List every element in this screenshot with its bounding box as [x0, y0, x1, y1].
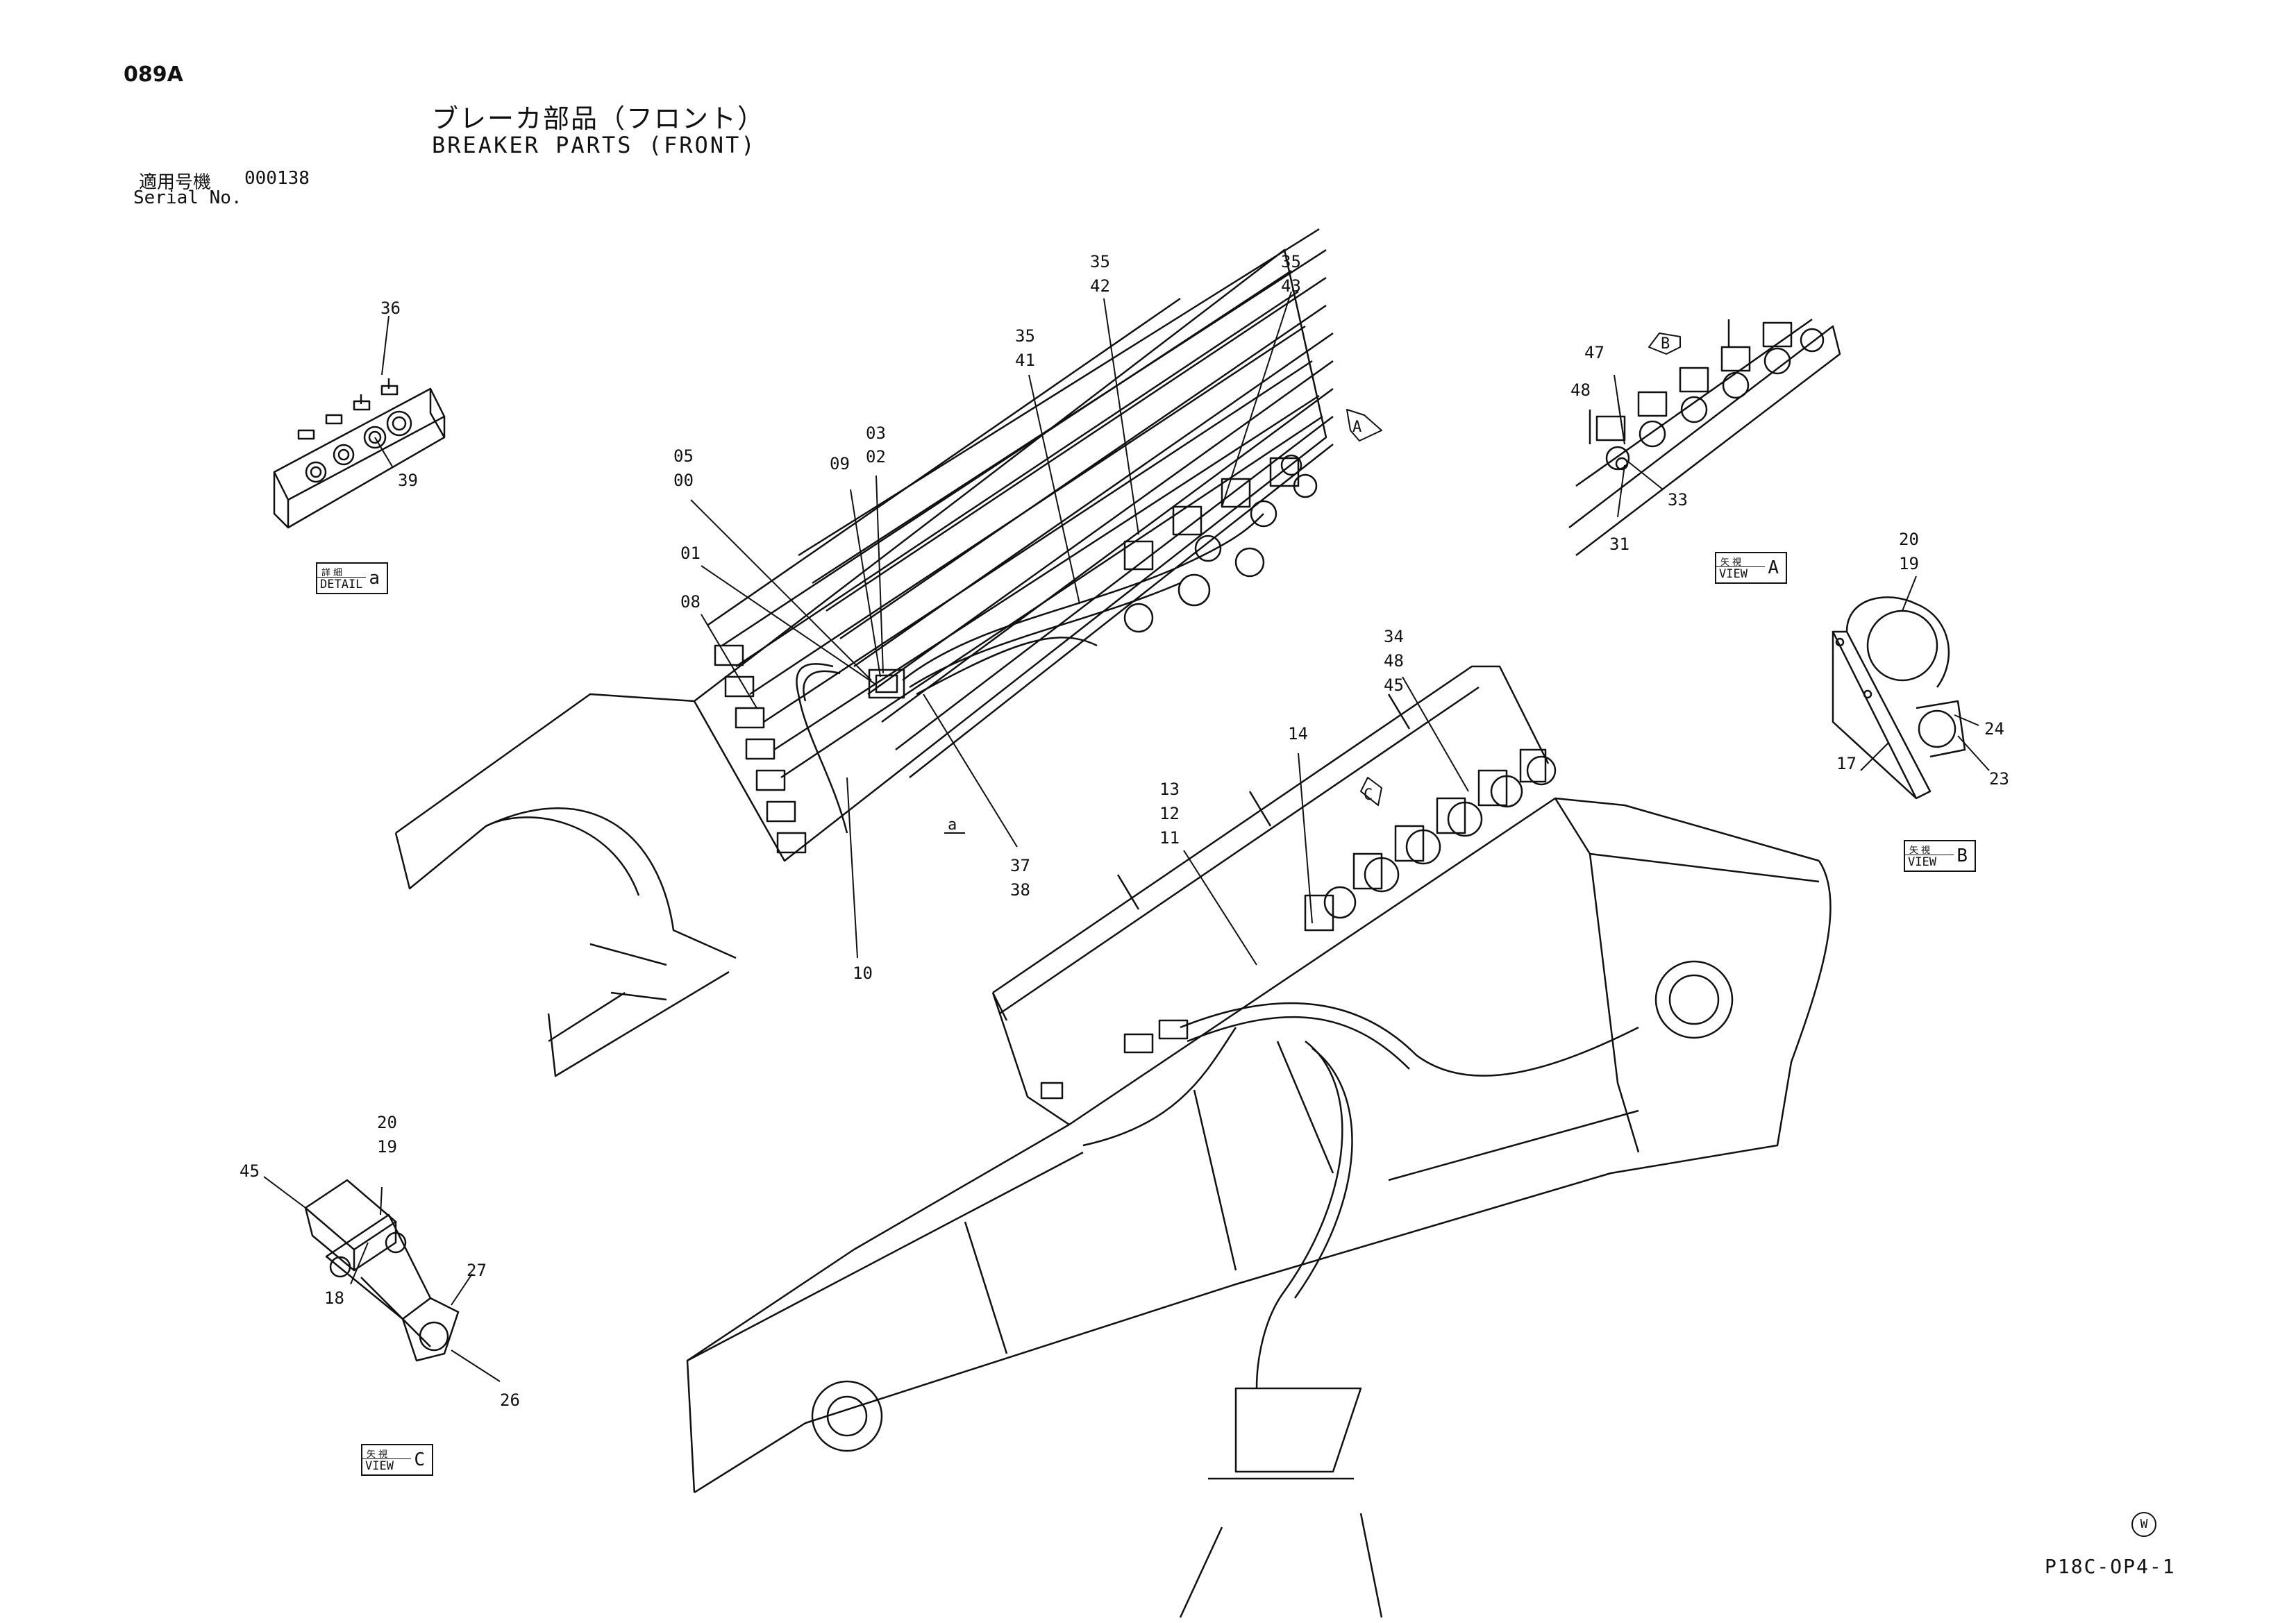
callout-42: 42 [1090, 276, 1110, 296]
serial-number-value: 000138 [244, 168, 310, 189]
view-b-label-box: 矢視 VIEW B [1904, 840, 1976, 872]
callout-35-a: 35 [1015, 326, 1035, 346]
callout-33: 33 [1668, 490, 1688, 510]
callout-24: 24 [1984, 719, 2004, 739]
view-c-label-box: 矢視 VIEW C [361, 1444, 433, 1476]
page-code: 089A [124, 62, 183, 87]
callout-19-b: 19 [377, 1137, 397, 1157]
view-c-letter: C [414, 1449, 425, 1470]
view-c-en: VIEW [365, 1459, 394, 1473]
callout-20-b: 20 [377, 1113, 397, 1132]
callout-02: 02 [866, 447, 886, 466]
callout-48-b: 48 [1384, 651, 1404, 671]
callout-14: 14 [1288, 724, 1308, 743]
boom-frame-drawing [686, 665, 1832, 1618]
view-b-jp: 矢視 [1909, 846, 1934, 856]
view-arrow-letter-c: C [1364, 787, 1373, 804]
callout-45-b: 45 [240, 1161, 260, 1181]
main-valve-assembly-drawing [394, 228, 1334, 1077]
title-japanese: ブレーカ部品（フロント） [432, 103, 766, 134]
view-arrow-letter-a: A [1352, 419, 1361, 436]
w-mark-symbol: W [2131, 1512, 2156, 1537]
view-a-label-box: 矢視 VIEW A [1715, 552, 1787, 584]
callout-18: 18 [324, 1288, 344, 1308]
callout-00: 00 [673, 471, 694, 490]
callout-08: 08 [680, 592, 701, 612]
title-english: BREAKER PARTS (FRONT) [432, 132, 757, 158]
view-a-drawing [1568, 318, 1841, 556]
callout-03: 03 [866, 423, 886, 443]
callout-41: 41 [1015, 351, 1035, 370]
callout-11: 11 [1159, 828, 1180, 848]
callout-45-a: 45 [1384, 675, 1404, 695]
view-direction-arrows [944, 333, 1681, 834]
document-code: P18C-OP4-1 [2045, 1555, 2176, 1578]
callout-27: 27 [467, 1261, 487, 1280]
callout-05: 05 [673, 446, 694, 466]
callout-39: 39 [398, 471, 418, 490]
detail-a-valve-drawing [273, 378, 446, 529]
callout-36: 36 [380, 298, 401, 318]
view-b-en: VIEW [1908, 855, 1936, 869]
view-c-drawing [304, 1179, 460, 1362]
callout-37: 37 [1010, 856, 1030, 875]
callout-47: 47 [1584, 343, 1604, 362]
callout-19-a: 19 [1899, 554, 1919, 573]
view-a-letter: A [1768, 557, 1779, 578]
callout-43: 43 [1281, 276, 1301, 296]
leader-lines [263, 291, 1990, 1382]
detail-a-letter: a [369, 568, 380, 589]
serial-label-english: Serial No. [133, 187, 242, 208]
callout-48-a: 48 [1570, 380, 1591, 400]
callout-numbers: 36 39 05 00 09 03 02 01 08 10 37 38 35 4… [240, 252, 2009, 1410]
callout-26: 26 [500, 1390, 520, 1410]
view-arrow-letters: A B C a [948, 335, 1670, 834]
detail-arrow-letter-a: a [948, 816, 957, 834]
view-a-jp: 矢視 [1720, 557, 1745, 568]
callout-09: 09 [830, 454, 850, 473]
serial-label-japanese: 適用号機 [139, 172, 212, 193]
callout-38: 38 [1010, 880, 1030, 900]
callout-34: 34 [1384, 627, 1404, 646]
callout-12: 12 [1159, 804, 1180, 823]
callout-35-c: 35 [1281, 252, 1301, 271]
callout-01: 01 [680, 544, 701, 563]
detail-a-en: DETAIL [320, 578, 363, 591]
detail-a-label-box: 詳細 DETAIL a [316, 562, 388, 594]
view-arrow-letter-b: B [1661, 335, 1670, 353]
callout-31: 31 [1609, 535, 1629, 554]
callout-17: 17 [1836, 754, 1857, 773]
callout-13: 13 [1159, 780, 1180, 799]
view-a-en: VIEW [1719, 567, 1748, 581]
view-b-letter: B [1956, 846, 1968, 866]
callout-35-b: 35 [1090, 252, 1110, 271]
view-c-jp: 矢視 [367, 1449, 391, 1460]
callout-23: 23 [1989, 769, 2009, 789]
callout-20-a: 20 [1899, 530, 1919, 549]
callout-10: 10 [853, 964, 873, 983]
detail-a-jp: 詳細 [321, 568, 346, 578]
